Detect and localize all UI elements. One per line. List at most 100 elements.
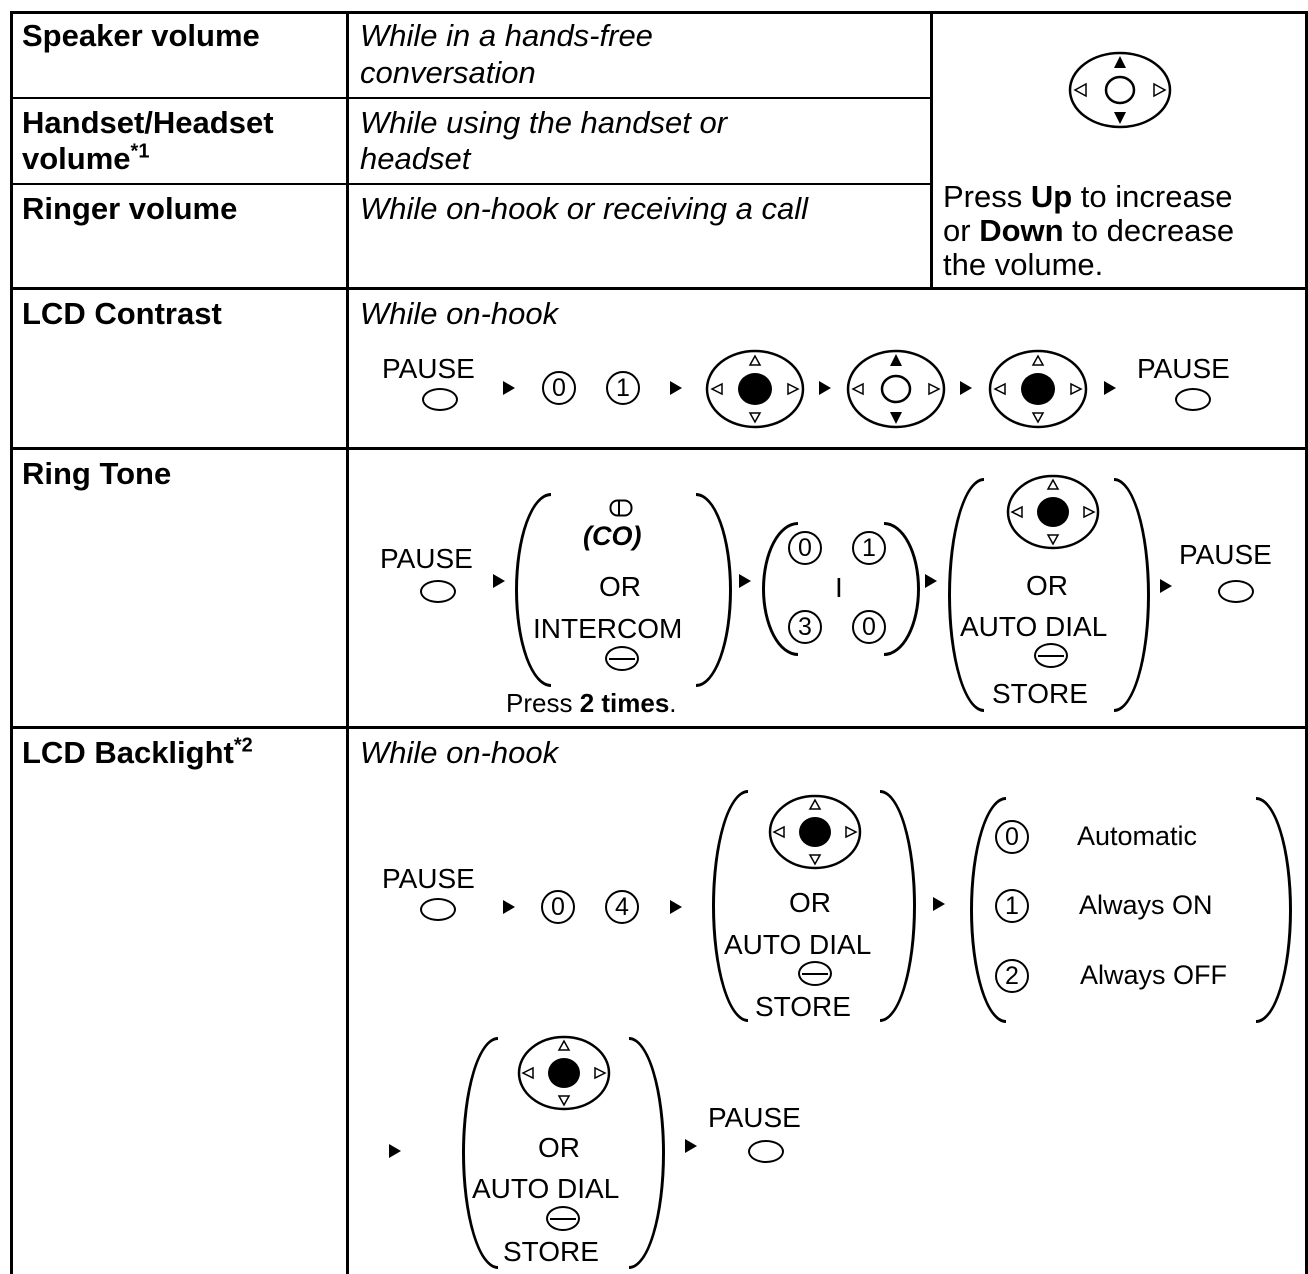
- auto-dial-store-key-icon: [546, 1206, 580, 1231]
- or-label: OR: [1026, 570, 1068, 601]
- pause-key-label: PAUSE: [1137, 353, 1230, 384]
- arrow-icon: [1160, 579, 1172, 593]
- navigator-key-leftright-icon: [517, 1035, 611, 1111]
- group-bracket-open: [948, 478, 984, 712]
- pause-key-label: PAUSE: [382, 863, 475, 894]
- or-label: OR: [599, 571, 641, 602]
- arrow-icon: [739, 574, 751, 588]
- handset-volume-condition-line2: headset: [360, 141, 471, 176]
- lcd-backlight-label: LCD Backlight*2: [22, 734, 253, 770]
- arrow-icon: [1104, 381, 1116, 395]
- handset-volume-condition-line1: While using the handset or: [360, 105, 728, 140]
- group-bracket-close: [880, 790, 916, 1022]
- navigator-key-leftright-icon: [988, 349, 1088, 429]
- ringer-volume-label: Ringer volume: [22, 191, 238, 226]
- auto-dial-store-key-icon: [798, 961, 832, 986]
- ring-tone-label: Ring Tone: [22, 456, 172, 491]
- group-bracket-open: [515, 493, 551, 687]
- digit-key-icon: 0: [852, 610, 886, 644]
- store-key-label: STORE: [992, 678, 1088, 709]
- row-divider-contrast: [10, 447, 1307, 450]
- pause-key-icon: [1175, 388, 1211, 411]
- press-times-note: Press 2 times.: [506, 688, 677, 718]
- digit-key-icon: 1: [606, 371, 640, 405]
- option-always-on: Always ON: [1079, 890, 1213, 920]
- co-line-key-icon: [609, 499, 633, 517]
- store-key-label: STORE: [503, 1236, 599, 1267]
- digit-key-icon: 0: [541, 890, 575, 924]
- row-divider-ringer: [10, 287, 1307, 290]
- range-separator: I: [835, 572, 843, 603]
- pause-key-label: PAUSE: [708, 1102, 801, 1133]
- handset-volume-label-line2: volume*1: [22, 140, 150, 176]
- group-bracket-close: [696, 493, 732, 687]
- group-bracket-open: [712, 790, 748, 1022]
- column-divider-instruction: [930, 11, 933, 290]
- table-border-right: [1305, 11, 1308, 1274]
- or-label: OR: [538, 1132, 580, 1163]
- arrow-icon: [960, 381, 972, 395]
- digit-key-icon: 3: [788, 610, 822, 644]
- row-divider-handset: [10, 183, 932, 185]
- row-divider-speaker: [10, 97, 932, 99]
- table-border-top: [10, 11, 1307, 14]
- range-bracket-close: [884, 522, 920, 656]
- auto-dial-key-label: AUTO DIAL: [724, 929, 872, 960]
- pause-key-label: PAUSE: [382, 353, 475, 384]
- navigator-key-leftright-icon: [768, 794, 862, 870]
- column-divider-label: [346, 11, 349, 1274]
- volume-instruction-line2: or Down to decrease: [943, 213, 1235, 248]
- lcd-contrast-condition: While on-hook: [360, 296, 559, 331]
- digit-key-icon: 4: [605, 890, 639, 924]
- navigator-key-leftright-icon: [1006, 474, 1100, 550]
- volume-instruction-line1: Press Up to increase: [943, 179, 1233, 214]
- co-key-label: (CO): [583, 521, 642, 551]
- pause-key-icon: [420, 580, 456, 603]
- intercom-key-label: INTERCOM: [533, 613, 683, 644]
- volume-instruction-line3: the volume.: [943, 247, 1104, 282]
- intercom-key-icon: [605, 646, 639, 671]
- digit-key-icon: 1: [852, 531, 886, 565]
- navigator-key-leftright-icon: [705, 349, 805, 429]
- pause-key-icon: [748, 1140, 784, 1163]
- options-bracket-close: [1256, 797, 1292, 1023]
- pause-key-icon: [1218, 580, 1254, 603]
- option-always-off: Always OFF: [1080, 960, 1228, 990]
- option-key-icon: 2: [995, 959, 1029, 993]
- handset-volume-label-line1: Handset/Headset: [22, 105, 274, 140]
- store-key-label: STORE: [755, 991, 851, 1022]
- arrow-icon: [670, 381, 682, 395]
- option-automatic: Automatic: [1077, 821, 1198, 851]
- auto-dial-store-key-icon: [1034, 643, 1068, 668]
- navigator-key-updown-icon: [846, 349, 946, 429]
- group-bracket-close: [1114, 478, 1150, 712]
- row-divider-ringtone: [10, 726, 1307, 729]
- speaker-volume-condition-line1: While in a hands-free: [360, 18, 653, 53]
- arrow-icon: [503, 900, 515, 914]
- arrow-icon: [503, 381, 515, 395]
- pause-key-label: PAUSE: [380, 543, 473, 574]
- ringer-volume-condition: While on-hook or receiving a call: [360, 191, 808, 226]
- auto-dial-key-label: AUTO DIAL: [472, 1173, 620, 1204]
- lcd-backlight-condition: While on-hook: [360, 735, 559, 770]
- pause-key-label: PAUSE: [1179, 539, 1272, 570]
- pause-key-icon: [420, 898, 456, 921]
- lcd-contrast-label: LCD Contrast: [22, 296, 222, 331]
- arrow-icon: [389, 1144, 401, 1158]
- speaker-volume-label: Speaker volume: [22, 18, 260, 53]
- arrow-icon: [685, 1139, 697, 1153]
- option-key-icon: 0: [995, 820, 1029, 854]
- option-key-icon: 1: [995, 889, 1029, 923]
- arrow-icon: [670, 900, 682, 914]
- digit-key-icon: 0: [542, 371, 576, 405]
- footnote-1: *1: [130, 140, 150, 163]
- arrow-icon: [819, 381, 831, 395]
- speaker-volume-condition-line2: conversation: [360, 55, 536, 90]
- navigator-key-updown-icon: [1068, 51, 1172, 129]
- pause-key-icon: [422, 388, 458, 411]
- digit-key-icon: 0: [788, 531, 822, 565]
- arrow-icon: [925, 574, 937, 588]
- group-bracket-open: [462, 1037, 498, 1269]
- arrow-icon: [493, 574, 505, 588]
- auto-dial-key-label: AUTO DIAL: [960, 611, 1108, 642]
